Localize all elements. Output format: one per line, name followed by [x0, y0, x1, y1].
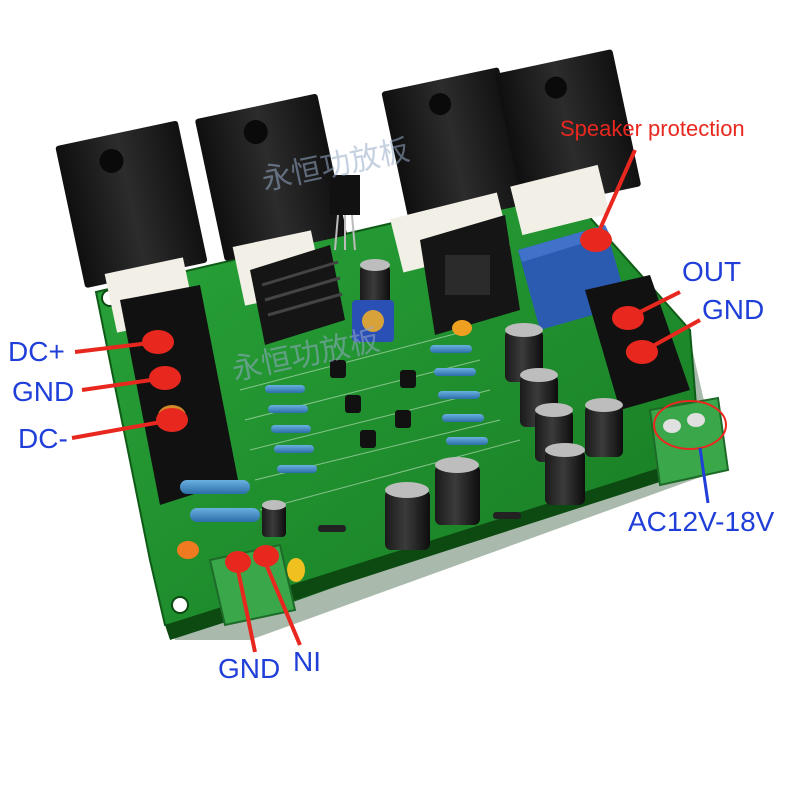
heatsink-right	[420, 215, 520, 335]
ceramic-capacitor	[287, 558, 305, 582]
label-gnd-power: GND	[12, 376, 75, 407]
power-transistor-3	[381, 67, 528, 229]
driver-transistor	[330, 175, 360, 215]
electrolytic-capacitors	[262, 259, 623, 550]
ceramic-capacitor	[452, 320, 472, 336]
label-dc-minus: DC-	[18, 423, 68, 454]
label-ni-input: NI	[293, 646, 321, 677]
ceramic-capacitor	[177, 541, 199, 559]
ac-input-terminal-block	[648, 396, 730, 487]
label-dc-plus: DC+	[8, 336, 65, 367]
label-speaker-protection: Speaker protection	[560, 116, 745, 141]
cement-resistor	[510, 164, 610, 236]
heatsink-left	[250, 245, 345, 345]
power-transistor-4	[495, 49, 641, 211]
label-out: OUT	[682, 256, 742, 287]
input-terminal-block	[208, 543, 297, 627]
label-gnd-output: GND	[702, 294, 765, 325]
diode	[318, 525, 346, 532]
resistor-array	[180, 345, 488, 522]
diode	[493, 512, 521, 519]
small-transistors	[330, 360, 416, 448]
callout-markers	[71, 149, 727, 653]
label-gnd-input: GND	[218, 653, 281, 684]
mounting-hole	[171, 596, 189, 614]
label-ac-input: AC12V-18V	[628, 506, 775, 537]
